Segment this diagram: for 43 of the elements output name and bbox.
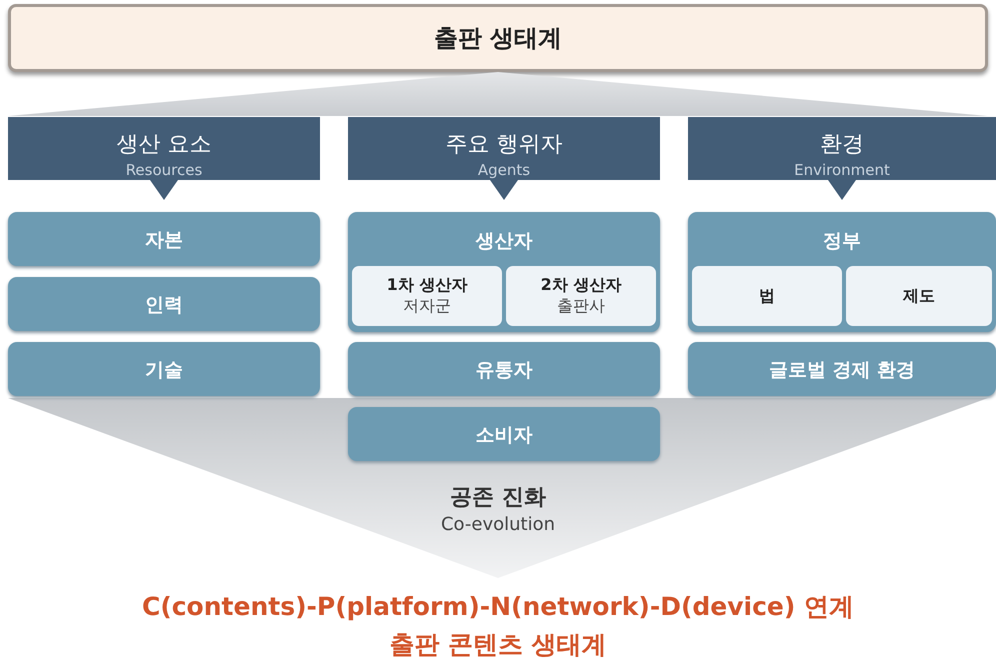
sub-box (846, 266, 992, 326)
group-box (688, 212, 996, 332)
note-text: 출판 콘텐츠 생태계 (388, 629, 608, 661)
sub-box-text: 출판사 (557, 296, 605, 317)
category-box (348, 342, 660, 396)
header-text: 주요 행위자 (444, 131, 564, 159)
category-box (8, 342, 320, 396)
category-box (8, 212, 320, 266)
funnel-subtitle: Co-evolution (440, 514, 556, 535)
header-subtitle: Resources (124, 161, 204, 179)
sub-box-label: 법 (759, 286, 775, 306)
box-label: 인력 (144, 293, 184, 318)
header-text: 환경 (819, 131, 865, 159)
sub-box-text: 저자군 (403, 296, 451, 317)
note-text: C(contents)-P(platform)-N(network)-D(device) 연계 (140, 591, 856, 623)
column-header (8, 117, 320, 200)
column-header (348, 117, 660, 200)
title-banner (8, 4, 988, 72)
funnel-shape (8, 398, 988, 578)
sub-box (506, 266, 656, 326)
title-text: 출판 생태계 (434, 23, 562, 54)
sub-box (352, 266, 502, 326)
header-subtitle: Agents (476, 161, 532, 179)
header-text: 생산 요소 (116, 131, 212, 159)
category-box (8, 277, 320, 331)
box-label: 유통자 (474, 358, 534, 383)
sub-box-label: 제도 (903, 286, 935, 306)
sub-box-label: 1차 생산자 (386, 275, 468, 296)
box-label: 기술 (144, 358, 184, 383)
group-box (348, 212, 660, 332)
box-label: 글로벌 경제 환경 (768, 358, 916, 383)
sub-box (692, 266, 842, 326)
wedge-shape (8, 72, 988, 116)
funnel-title: 공존 진화 (449, 484, 547, 512)
box-label: 자본 (144, 228, 184, 253)
sub-box-label: 2차 생산자 (540, 275, 622, 296)
box-label: 정부 (822, 229, 862, 254)
category-box (348, 407, 660, 461)
header-subtitle: Environment (793, 161, 891, 179)
box-label: 소비자 (474, 423, 534, 448)
category-box (688, 342, 996, 396)
column-header (688, 117, 996, 200)
box-label: 생산자 (474, 229, 534, 254)
